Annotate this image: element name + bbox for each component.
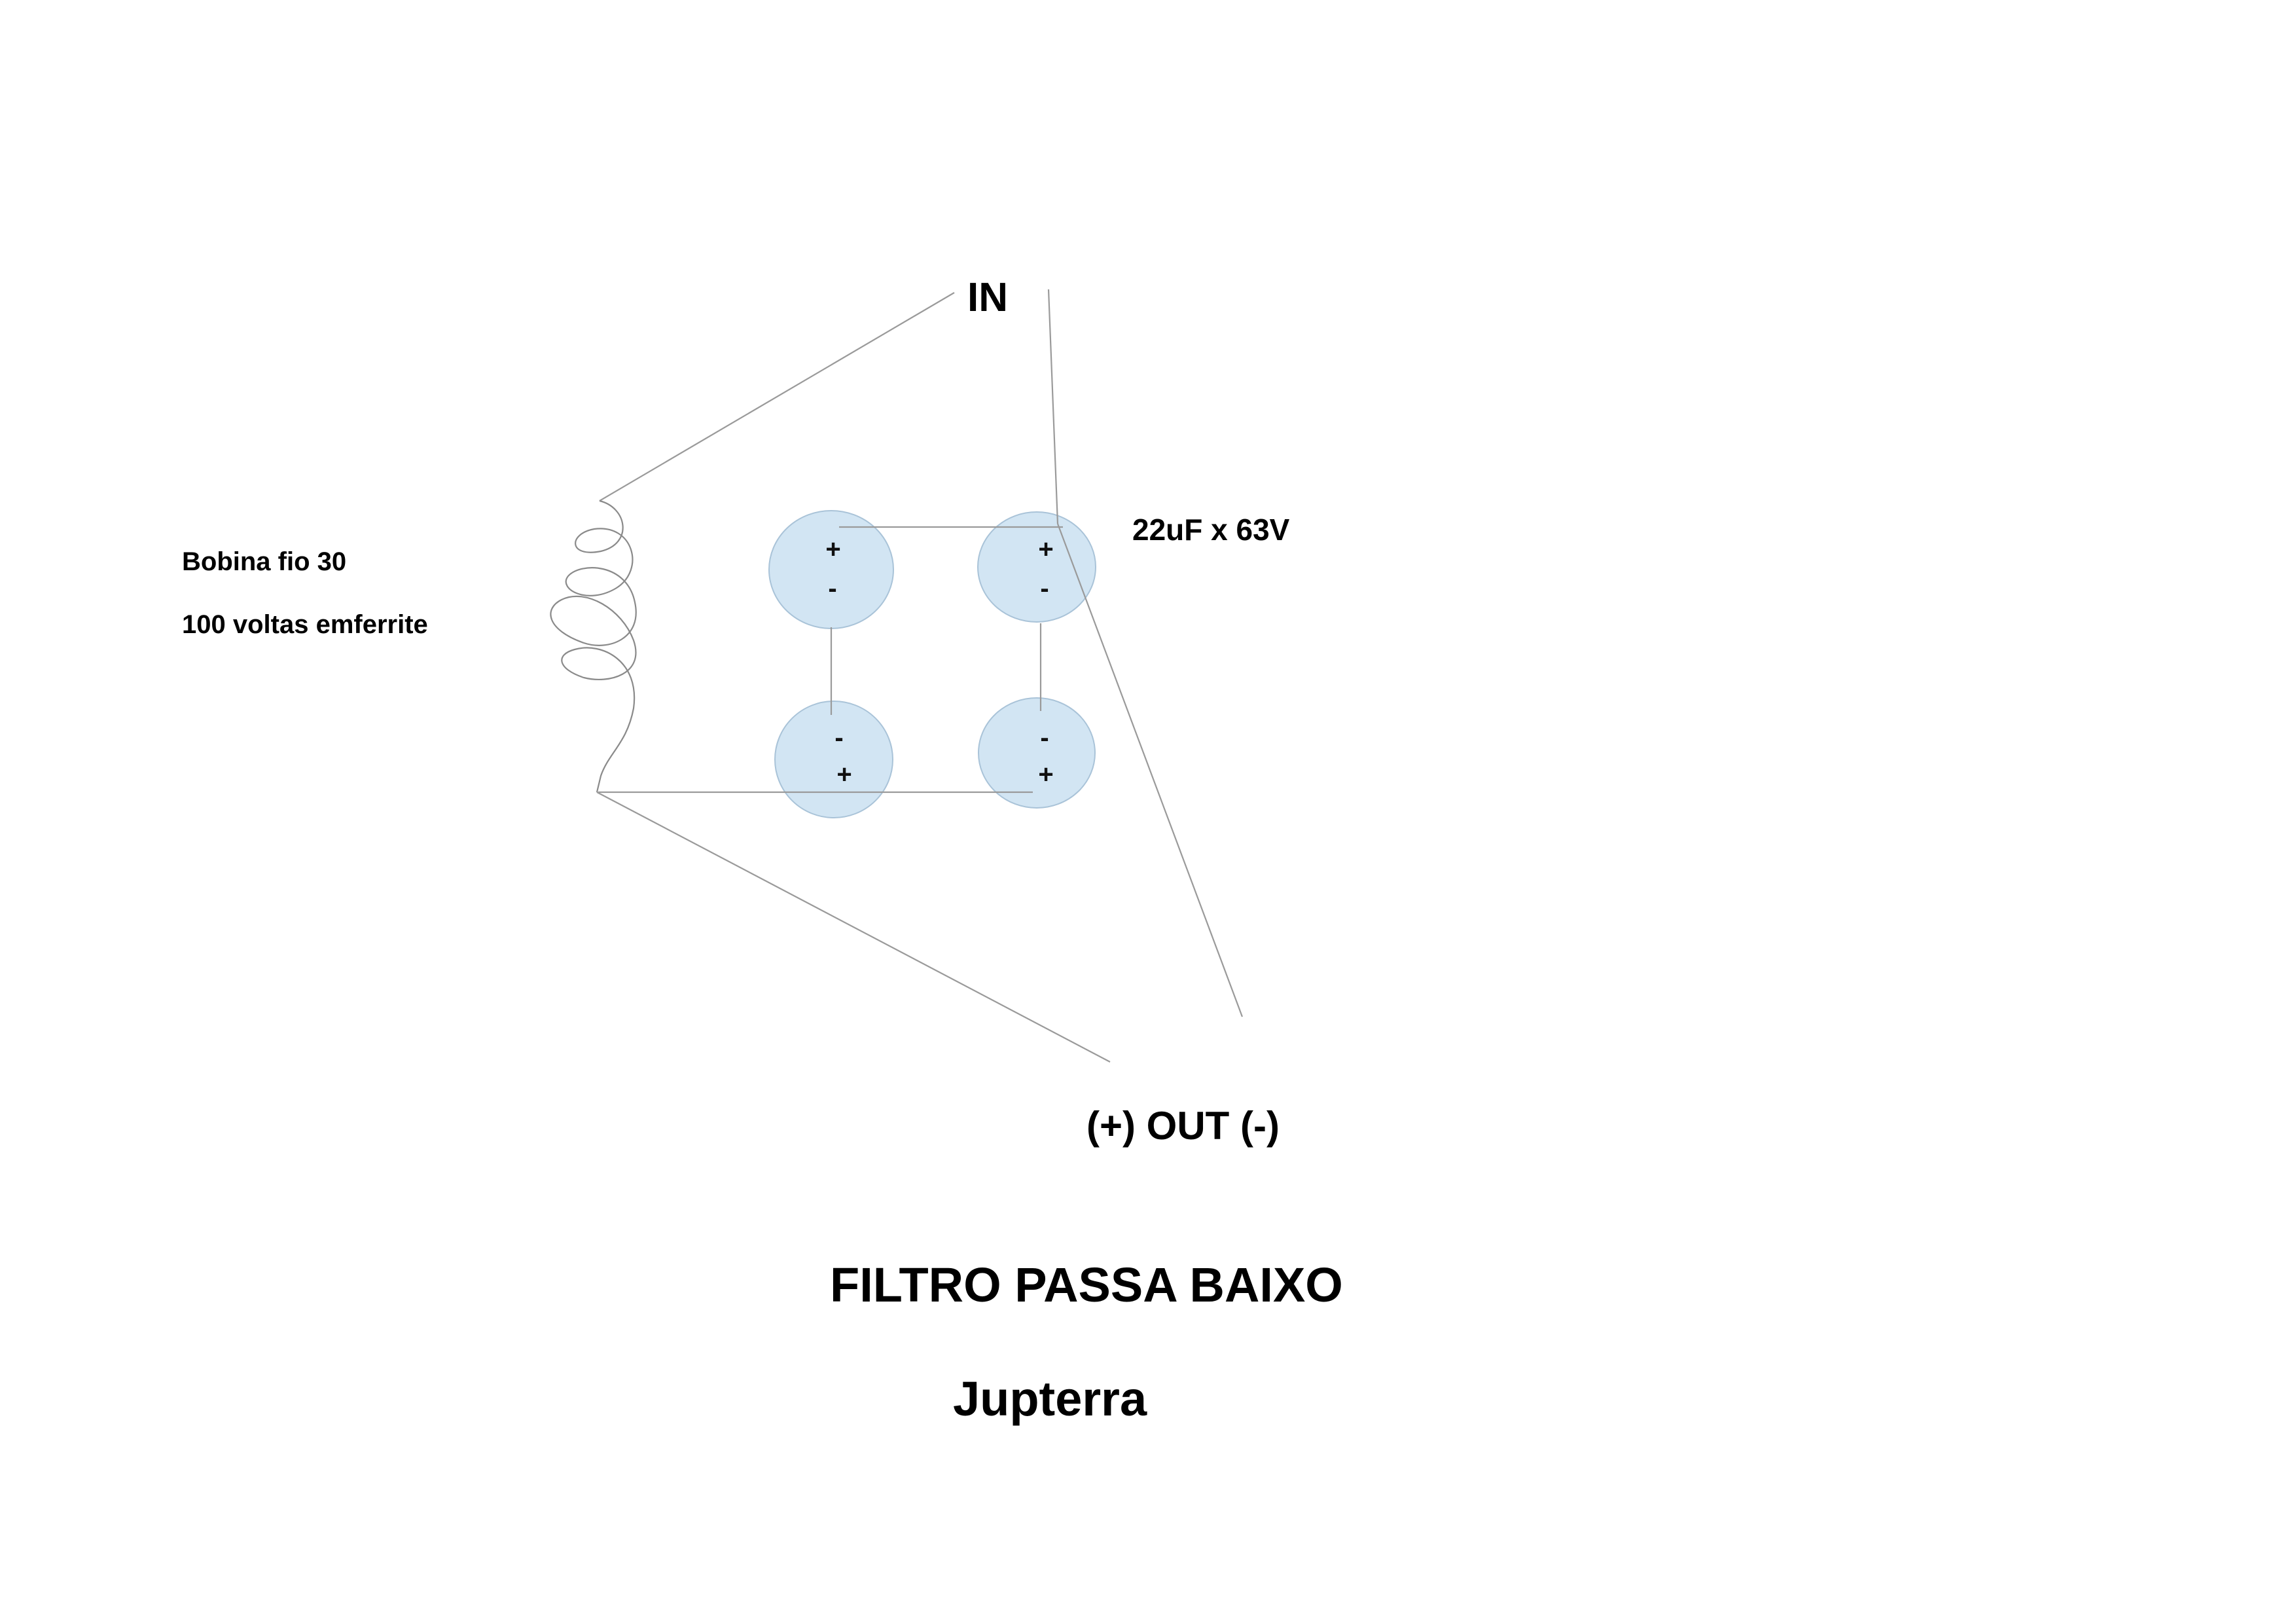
capacitor-body (977, 511, 1096, 623)
input-label: IN (967, 275, 1008, 320)
wire-in-to-coil (599, 292, 955, 501)
wire-coil-to-out-positive (596, 792, 1111, 1063)
coil-label-line-1: Bobina fio 30 (182, 547, 347, 576)
capacitor-bottom-left: - + (774, 701, 893, 818)
capacitor-body (768, 510, 894, 629)
coil-inductor (550, 500, 637, 793)
capacitor-top-right: + - (977, 511, 1096, 623)
wire-in-to-capacitors (1047, 289, 1059, 524)
wire-capacitors-to-out-negative (1056, 523, 1244, 1017)
polarity-top: - (1040, 723, 1049, 752)
polarity-bottom: + (1038, 760, 1053, 789)
coil-label-line-2: 100 voltas emferrite (182, 610, 428, 639)
page-title: FILTRO PASSA BAIXO (830, 1258, 1343, 1312)
capacitor-spec-label: 22uF x 63V (1132, 513, 1290, 547)
output-label: (+) OUT (-) (1086, 1104, 1280, 1148)
polarity-bottom: - (1040, 574, 1049, 603)
capacitor-bottom-right: - + (978, 697, 1096, 809)
polarity-bottom: + (836, 760, 852, 789)
wires (596, 289, 1244, 1063)
capacitor-body (978, 697, 1096, 809)
polarity-bottom: - (828, 574, 836, 603)
capacitor-top-left: + - (768, 510, 894, 629)
author-name: Jupterra (953, 1372, 1147, 1426)
capacitor-body (774, 701, 893, 818)
polarity-top: - (834, 723, 843, 752)
polarity-top: + (825, 535, 840, 564)
polarity-top: + (1038, 535, 1053, 564)
